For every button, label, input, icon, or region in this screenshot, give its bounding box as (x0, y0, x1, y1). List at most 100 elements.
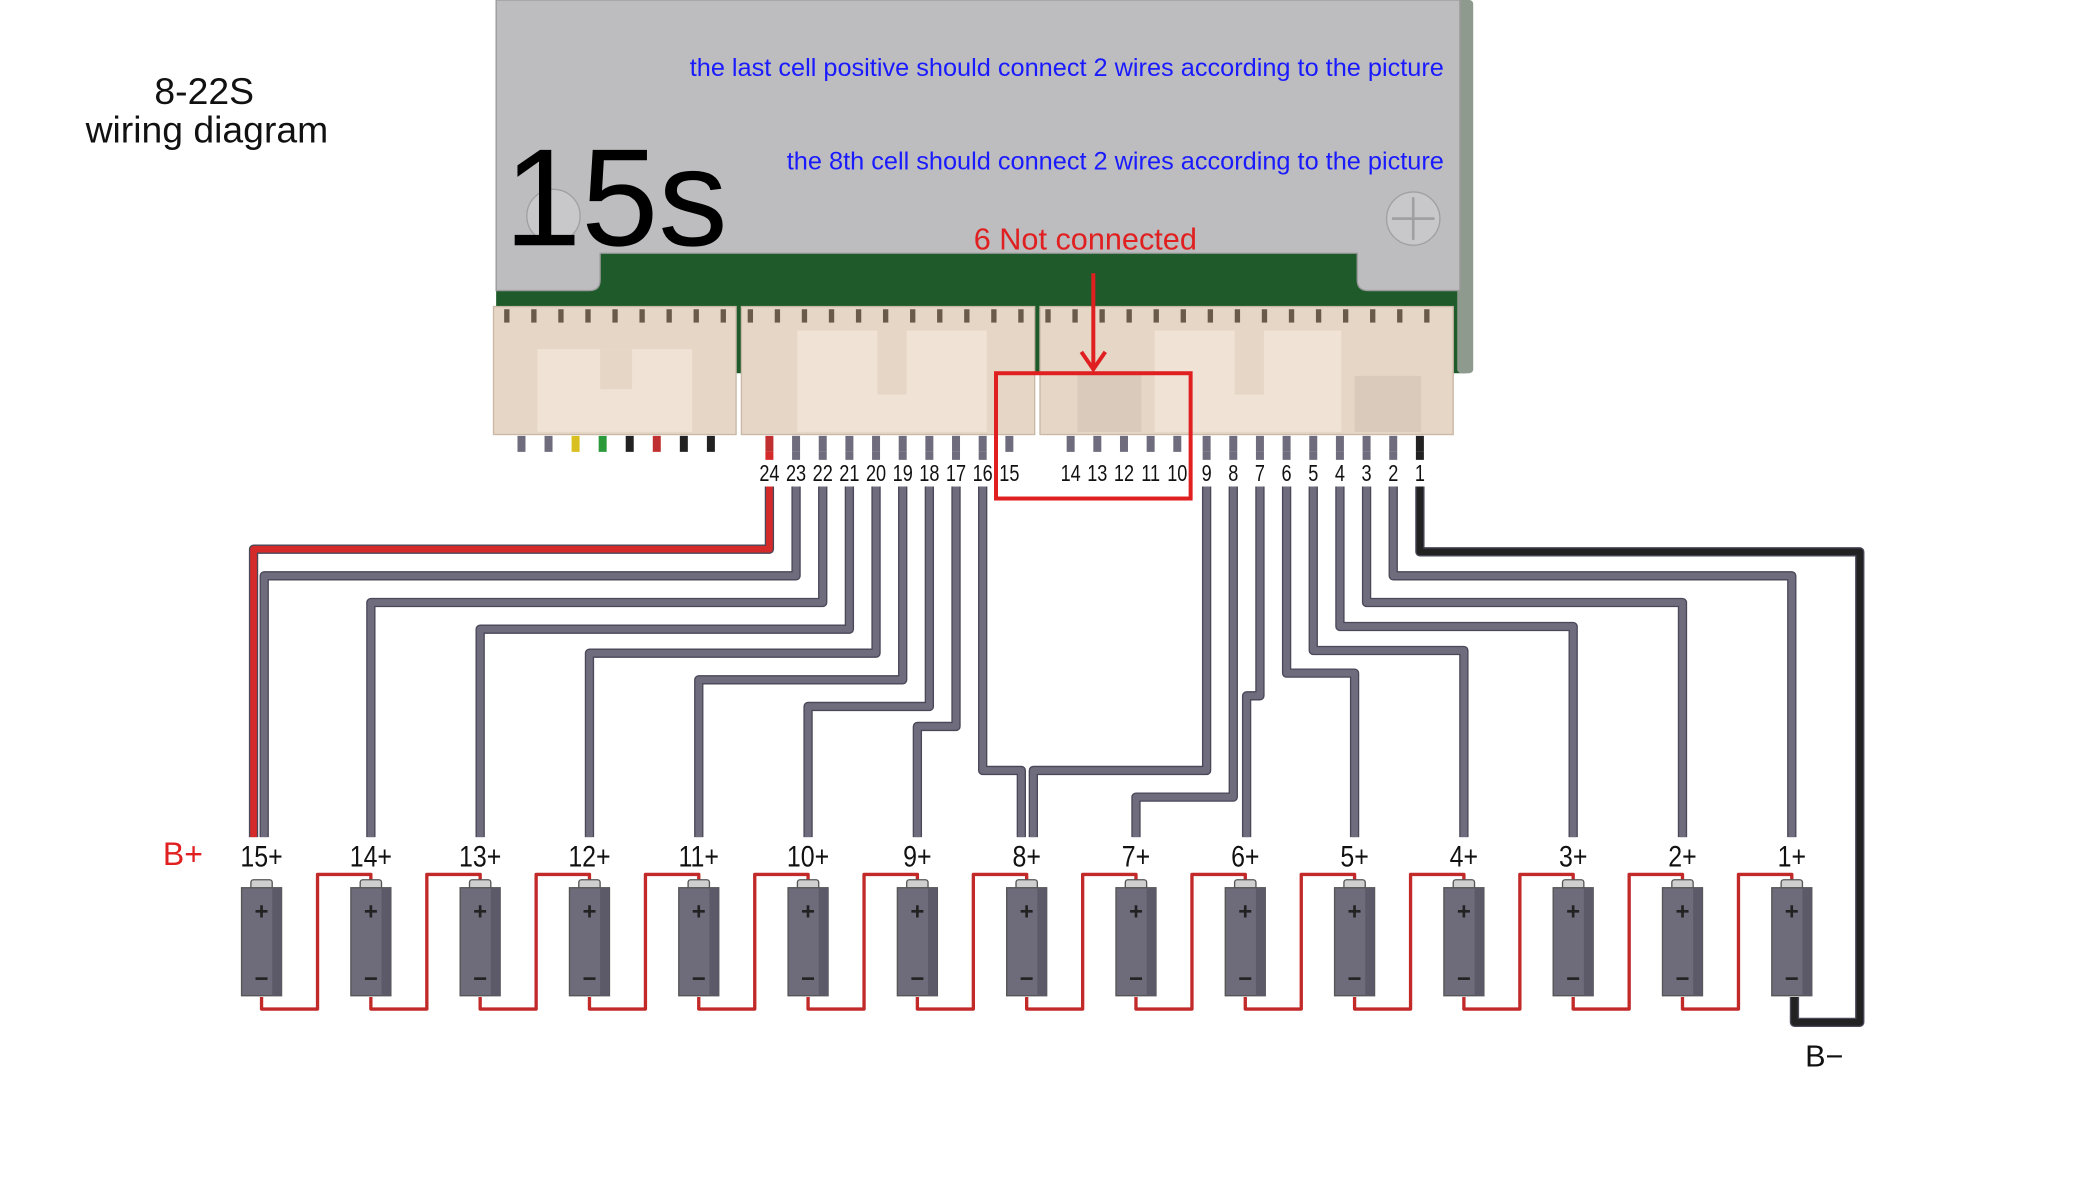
not-connected-highlight (994, 371, 1193, 501)
wire-stub (1389, 451, 1398, 460)
connector-tooth (1072, 309, 1078, 323)
pin-number: 14 (1061, 461, 1081, 486)
connector-pin (818, 435, 827, 452)
series-link-wire (1352, 872, 1466, 1011)
pin-number: 2 (1388, 461, 1398, 486)
connector-pin (978, 435, 987, 452)
minus-terminal-icon: − (364, 965, 378, 992)
battery-cell: +−10+ (787, 839, 920, 1011)
plus-terminal-icon: + (801, 899, 815, 926)
cell-shade (1693, 887, 1703, 996)
connector-tooth (1099, 309, 1105, 323)
connector-tooth (1370, 309, 1376, 323)
connector-tooth (1045, 309, 1051, 323)
pin-number: 11 (1141, 461, 1160, 486)
connector-8pin (492, 305, 737, 436)
pin-number: 24 (759, 461, 779, 486)
screw-hole-right (1385, 191, 1441, 246)
series-link-wire (478, 872, 592, 1011)
connector-tooth (1207, 309, 1214, 323)
connector-tooth (1234, 309, 1241, 323)
connector-tooth (882, 309, 889, 323)
minus-terminal-icon: − (1675, 965, 1689, 992)
cell-label: 12+ (568, 839, 610, 872)
minus-terminal-icon: − (1348, 965, 1362, 992)
cell-label: 10+ (787, 839, 829, 872)
cell-label: 6+ (1231, 839, 1259, 872)
wire-pin-2 (1389, 486, 1796, 838)
connector-pin (625, 435, 634, 452)
connector-tooth (720, 309, 726, 323)
plus-terminal-icon: + (692, 899, 706, 926)
wire-outline (1388, 486, 1797, 838)
wire-stub (845, 451, 854, 460)
battery-cell: +−3+ (1552, 839, 1685, 1011)
cell-shade (928, 887, 938, 996)
connector-pin (1415, 435, 1424, 452)
connector-tooth (964, 309, 970, 323)
connector-tooth (639, 309, 645, 323)
pin-number: 5 (1308, 461, 1318, 486)
connector-tooth (991, 309, 997, 323)
plus-terminal-icon: + (1348, 899, 1362, 926)
wire-outline (366, 486, 828, 838)
pin-number: 12 (1114, 461, 1134, 486)
minus-terminal-icon: − (473, 965, 487, 992)
connector-pin (925, 435, 934, 452)
cell-label: 1+ (1778, 839, 1806, 872)
connector-10pin (740, 305, 1036, 436)
pin-number: 3 (1362, 461, 1372, 486)
connector-pin (679, 435, 688, 452)
not-connected-label: 6 Not connected (974, 222, 1197, 256)
connector-tooth (693, 309, 699, 323)
wire-outline (1131, 486, 1238, 838)
plus-terminal-icon: + (1129, 899, 1143, 926)
wire-stub (898, 451, 907, 460)
battery-cell: +−14+ (350, 839, 482, 1011)
wire-stub (765, 451, 774, 460)
battery-cell: +−12+ (568, 839, 701, 1011)
series-link-wire (259, 872, 373, 1011)
series-link-wire (915, 872, 1029, 1011)
cell-shade (1037, 887, 1047, 996)
series-link-wire (697, 872, 810, 1011)
plus-terminal-icon: + (910, 899, 924, 926)
wire-stub (952, 451, 961, 460)
battery-cell: +−13+ (459, 839, 592, 1011)
pin-number: 6 (1282, 461, 1292, 486)
connector-tooth (1126, 309, 1132, 323)
arrow-down-icon (1079, 273, 1107, 373)
cell-label: 9+ (903, 839, 931, 872)
b-minus-label: B− (1805, 1039, 1843, 1073)
wire-outline (978, 486, 1027, 838)
minus-terminal-icon: − (1020, 965, 1034, 992)
connector-tooth (504, 309, 510, 323)
cell-shade (1365, 887, 1375, 996)
connector-tooth (1315, 309, 1322, 323)
cell-shade (1255, 887, 1266, 996)
battery-cell: +−5+ (1333, 839, 1466, 1011)
wire-pin-18 (804, 486, 933, 838)
connector-pin (1066, 435, 1075, 452)
connector-tooth (1288, 309, 1295, 323)
wire-pin-5 (1309, 486, 1468, 838)
series-link-wire (1243, 872, 1357, 1011)
cell-shade (709, 887, 719, 996)
wire-outline (259, 486, 801, 838)
cell-label: 4+ (1450, 839, 1478, 872)
cell-label: 2+ (1668, 839, 1696, 872)
connector-tooth (937, 309, 943, 323)
wire-outline (1361, 486, 1688, 838)
series-link-wire (1462, 872, 1575, 1011)
battery-cell: +−15+ (240, 839, 373, 1011)
wire-pin-19 (695, 486, 907, 838)
balance-wires (248, 451, 1865, 1028)
cell-shade (818, 887, 829, 996)
connector-pin (517, 435, 526, 452)
battery-cells: +−15++−14++−13++−12++−11++−10++−9++−8++−… (240, 839, 1813, 1011)
pin-number: 4 (1335, 461, 1345, 486)
wire-stub (1255, 451, 1264, 460)
pin-number: 13 (1087, 461, 1107, 486)
plus-terminal-icon: + (1785, 899, 1799, 926)
connector-pin (952, 435, 961, 452)
